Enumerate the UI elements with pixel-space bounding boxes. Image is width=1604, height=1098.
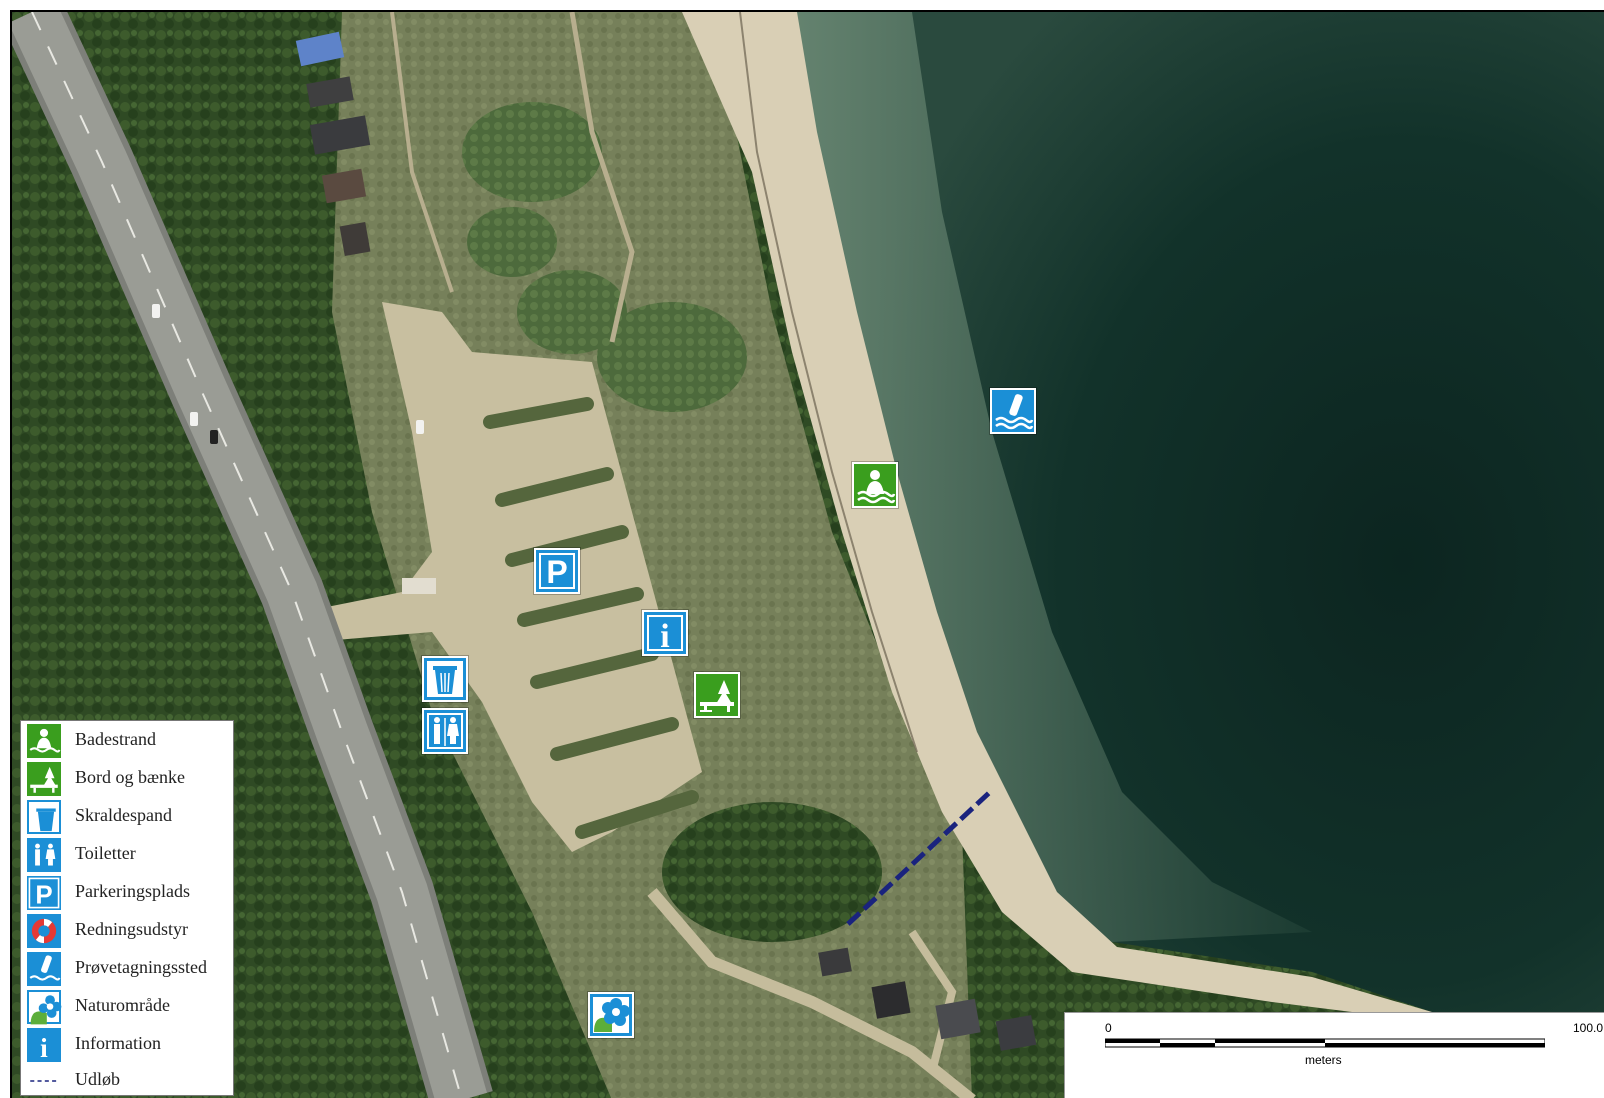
parking-icon: P	[539, 553, 575, 590]
legend-label: Information	[75, 1033, 161, 1053]
legend-label: Naturområde	[75, 995, 170, 1015]
parking-icon: P	[27, 876, 61, 910]
map-legend: Badestrand Bord og bænke Skraldespand To…	[20, 720, 234, 1096]
scale-unit-label: meters	[1305, 1053, 1342, 1067]
swimmer-icon	[857, 470, 896, 504]
legend-item-sampling-site: Prøvetagningssted	[21, 951, 233, 987]
shrub-cluster	[662, 802, 882, 942]
svg-text:P: P	[35, 882, 52, 910]
bathing-beach-marker[interactable]	[852, 462, 898, 508]
trash-can-icon	[27, 800, 61, 834]
legend-label: Skraldespand	[75, 805, 172, 825]
legend-item-toilets: Toiletter	[21, 837, 233, 873]
legend-item-trash-can: Skraldespand	[21, 799, 233, 835]
info-icon: i	[27, 1028, 61, 1062]
picnic-tables-marker[interactable]	[694, 672, 740, 718]
legend-item-rescue-equipment: Redningsudstyr	[21, 913, 233, 949]
legend-item-picnic-tables: Bord og bænke	[21, 761, 233, 797]
toilet-icon	[427, 713, 463, 749]
map-frame[interactable]: P i	[10, 10, 1604, 1098]
legend-label: Parkeringsplads	[75, 881, 190, 901]
information-marker[interactable]: i	[642, 610, 688, 656]
svg-text:i: i	[660, 618, 669, 654]
trash-can-icon	[427, 661, 463, 697]
legend-item-parking: P Parkeringsplads	[21, 875, 233, 911]
parking-marker[interactable]: P	[534, 548, 580, 594]
outlet-line	[846, 790, 992, 926]
footpath	[390, 12, 454, 293]
parking-lot-surface	[302, 302, 702, 852]
dune-shrub	[467, 207, 557, 277]
legend-label: Toiletter	[75, 843, 136, 863]
legend-label: Redningsudstyr	[75, 919, 189, 939]
shallow-water	[792, 12, 1312, 942]
highway-lane-marking	[31, 12, 463, 1098]
svg-text:P: P	[546, 554, 567, 590]
legend-label: Badestrand	[75, 729, 156, 749]
legend-item-bathing-beach: Badestrand	[21, 723, 233, 759]
sampling-icon	[995, 394, 1034, 430]
toilets-marker[interactable]	[422, 708, 468, 754]
legend-item-nature-area: Naturområde	[21, 989, 233, 1025]
flower-icon	[27, 990, 62, 1025]
seaweed-line	[739, 12, 918, 753]
flower-icon	[593, 997, 630, 1033]
dashed-line-icon	[27, 1064, 61, 1098]
swimmer-icon	[27, 724, 61, 758]
lifebuoy-icon	[27, 914, 61, 948]
parking-row-hedges	[483, 397, 699, 839]
nature-area-marker[interactable]	[588, 992, 634, 1038]
picnic-table-icon	[700, 680, 734, 712]
legend-label: Bord og bænke	[75, 767, 185, 787]
houses	[295, 31, 1037, 1051]
legend-item-outlet: Udløb	[21, 1063, 233, 1098]
sampling-icon	[27, 952, 61, 986]
dune-shrub	[517, 270, 627, 354]
legend-label: Prøvetagningssted	[75, 957, 207, 977]
legend-item-information: i Information	[21, 1027, 233, 1063]
beach-sand	[682, 12, 1432, 1022]
svg-text:i: i	[40, 1032, 48, 1062]
legend-label: Udløb	[75, 1069, 120, 1089]
info-icon: i	[647, 615, 683, 654]
aerial-map[interactable]	[12, 12, 1604, 1098]
kiosk-building	[402, 578, 436, 594]
toilet-icon	[27, 838, 61, 872]
scale-bar: 0 100.0 meters	[1064, 1012, 1604, 1098]
picnic-table-icon	[27, 762, 61, 796]
cars	[152, 304, 424, 444]
trash-can-marker[interactable]	[422, 656, 468, 702]
scale-start-label: 0	[1105, 1021, 1112, 1035]
scale-bar-graphic	[1105, 1038, 1545, 1048]
sampling-site-marker[interactable]	[990, 388, 1036, 434]
scale-end-label: 100.0	[1572, 1021, 1603, 1035]
gravel-road	[908, 929, 957, 1073]
footpath	[569, 12, 635, 343]
dune-shrub	[597, 302, 747, 412]
dune-shrub	[462, 102, 602, 202]
